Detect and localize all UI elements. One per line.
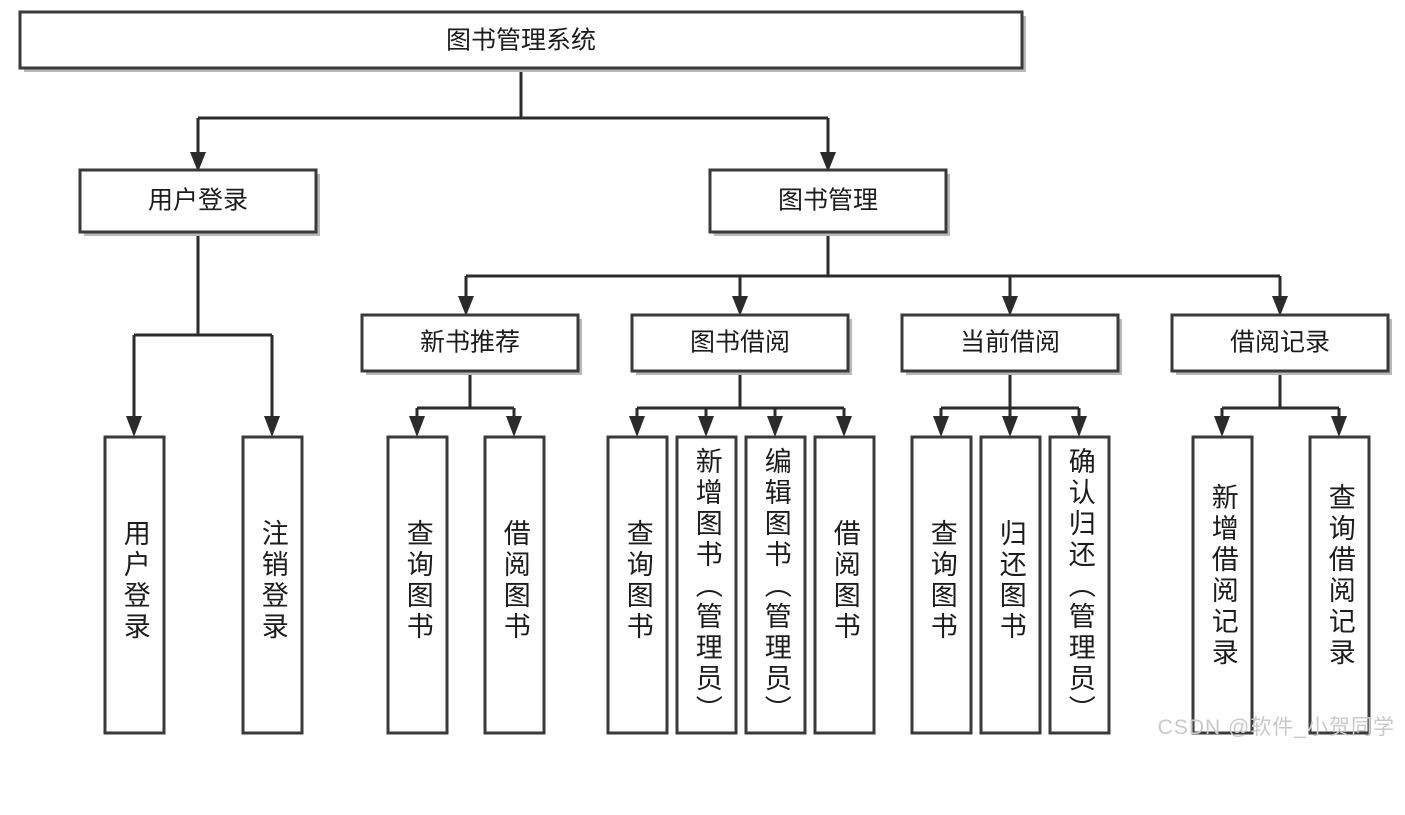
watermark-text: CSDN @软件_小贺同学	[1157, 716, 1395, 739]
node-book-mgmt-label: 图书管理	[778, 187, 878, 215]
arrowhead-user-login	[190, 152, 206, 172]
arrowhead-leaf-user-login	[126, 416, 142, 437]
connector-layer	[126, 68, 1347, 437]
org-chart-diagram: 图书管理系统 用户登录 图书管理 新书推荐 图书借阅 当前借阅 借阅记录	[18, 10, 1395, 739]
arrowhead-currentborrow-leaf-2	[1002, 416, 1018, 437]
arrowhead-bookborrow-leaf-2	[698, 416, 714, 437]
node-leaf-bb-edit-box[interactable]	[744, 435, 807, 735]
node-currentborrow-label: 当前借阅	[960, 329, 1060, 357]
node-root-box[interactable]	[18, 10, 1024, 70]
node-leaf-bb-borrow-box[interactable]	[813, 435, 876, 735]
arrowhead-bookborrow-leaf-4	[836, 416, 852, 437]
node-leaf-newbook-query-box[interactable]	[386, 435, 449, 735]
node-leaf-cb-confirm-box[interactable]	[1048, 435, 1111, 735]
arrowhead-newbook-leaf-1	[409, 416, 425, 437]
arrowhead-newbook	[458, 296, 474, 316]
node-bookborrow-box[interactable]	[630, 313, 850, 373]
arrowhead-leaf-logout	[264, 416, 280, 437]
arrowhead-bookborrow	[732, 296, 748, 316]
arrowhead-bookborrow-leaf-1	[629, 416, 645, 437]
arrowhead-borrowrecord	[1272, 296, 1288, 316]
node-leaf-cb-query-box[interactable]	[910, 435, 973, 735]
node-user-login-label: 用户登录	[148, 187, 248, 215]
node-leaf-br-add-box[interactable]	[1191, 435, 1254, 735]
arrowhead-currentborrow-leaf-3	[1071, 416, 1087, 437]
node-leaf-logout-box[interactable]	[241, 435, 304, 735]
arrowhead-borrowrecord-leaf-2	[1331, 416, 1347, 437]
node-borrowrecord-box[interactable]	[1170, 313, 1390, 373]
node-leaf-br-query-box[interactable]	[1308, 435, 1371, 735]
node-root-label: 图书管理系统	[446, 27, 596, 55]
arrowhead-bookborrow-leaf-3	[767, 416, 783, 437]
node-leaf-cb-return-box[interactable]	[979, 435, 1042, 735]
diagram-canvas: 图书管理系统 用户登录 图书管理 新书推荐 图书借阅 当前借阅 借阅记录	[18, 10, 1392, 735]
node-newbook-label: 新书推荐	[420, 329, 520, 357]
node-bookborrow-label: 图书借阅	[690, 329, 790, 357]
arrowhead-currentborrow	[1002, 296, 1018, 316]
node-currentborrow-box[interactable]	[900, 313, 1120, 373]
node-newbook-box[interactable]	[360, 313, 580, 373]
arrowhead-newbook-leaf-2	[506, 416, 522, 437]
node-layer: 图书管理系统 用户登录 图书管理 新书推荐 图书借阅 当前借阅 借阅记录	[18, 10, 1392, 735]
node-leaf-user-login-box[interactable]	[103, 435, 166, 735]
node-leaf-bb-query-box[interactable]	[606, 435, 669, 735]
arrowhead-currentborrow-leaf-1	[933, 416, 949, 437]
node-user-login-box[interactable]	[78, 168, 318, 234]
node-borrowrecord-label: 借阅记录	[1230, 329, 1330, 357]
node-book-mgmt-box[interactable]	[708, 168, 948, 234]
node-leaf-bb-add-box[interactable]	[675, 435, 738, 735]
arrowhead-book-mgmt	[820, 152, 836, 172]
node-leaf-newbook-borrow-box[interactable]	[483, 435, 546, 735]
arrowhead-borrowrecord-leaf-1	[1214, 416, 1230, 437]
